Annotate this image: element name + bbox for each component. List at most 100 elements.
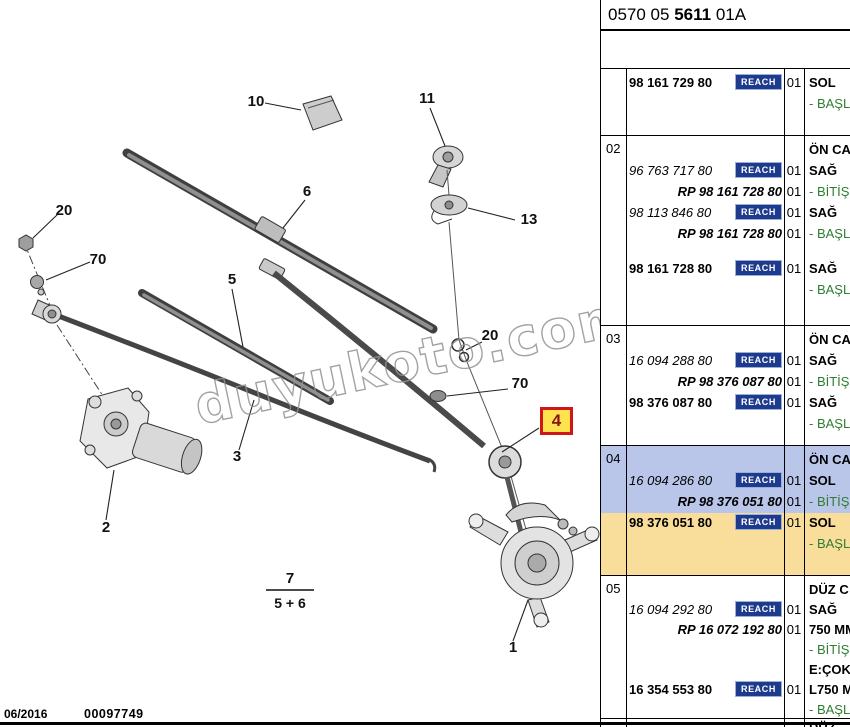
- reach-badge[interactable]: REACH: [735, 352, 782, 368]
- description-cell: - BAŞL: [809, 282, 850, 297]
- description-cell: ÖN CA: [809, 332, 850, 347]
- callout-11[interactable]: 11: [419, 90, 435, 107]
- part-number[interactable]: RP 16 072 192 80: [677, 622, 782, 637]
- callout-13[interactable]: 13: [521, 211, 538, 228]
- description-cell: - BAŞL: [809, 416, 850, 431]
- table-row: ÖN CA: [601, 140, 850, 161]
- description-cell: SAĞ: [809, 163, 838, 178]
- part-number[interactable]: 98 161 729 80: [629, 75, 713, 90]
- part-number[interactable]: 98 113 846 80: [629, 205, 712, 220]
- callout-20-left[interactable]: 20: [56, 202, 73, 219]
- table-section-03: 03 ÖN CA 16 094 288 80 REACH 01 SAĞ RP 98 376 …: [601, 325, 850, 445]
- callout-2[interactable]: 2: [102, 519, 110, 536]
- reach-badge[interactable]: REACH: [735, 681, 782, 697]
- description-cell: SOL: [809, 515, 836, 530]
- figure-reference: 0570 05 5611 01A: [608, 5, 746, 25]
- callout-7-sub: 5 + 6: [274, 595, 306, 611]
- figure-ref-main: 5611: [674, 5, 712, 24]
- description-cell: - BAŞL: [809, 702, 850, 717]
- table-row: - BİTİŞ: [601, 640, 850, 660]
- figure-ref-prefix: 0570 05: [608, 5, 670, 24]
- qty-cell: 01: [786, 184, 802, 199]
- part-number[interactable]: 16 094 288 80: [629, 353, 713, 368]
- section-index: 03: [606, 331, 621, 346]
- stud-70-left: [30, 275, 45, 296]
- table-row: - BAŞL: [601, 280, 850, 301]
- callout-70-left[interactable]: 70: [90, 251, 107, 268]
- crank-11: [428, 145, 464, 188]
- description-cell: 750 MM: [809, 622, 850, 637]
- grid-line: [626, 68, 627, 727]
- table-row: - BAŞL: [601, 700, 850, 720]
- reach-badge[interactable]: REACH: [735, 162, 782, 178]
- table-row: 16 094 288 80 REACH 01 SAĞ: [601, 351, 850, 372]
- description-cell: DÜZ C: [809, 582, 849, 597]
- reach-badge[interactable]: REACH: [735, 74, 782, 90]
- qty-cell: 01: [786, 353, 802, 368]
- part-number[interactable]: RP 98 161 728 80: [677, 226, 782, 241]
- description-cell: - BİTİŞ: [809, 374, 850, 389]
- table-row: - BAŞL: [601, 414, 850, 435]
- part-number[interactable]: 16 354 553 80: [629, 682, 713, 697]
- table-row: ÖN CA: [601, 330, 850, 351]
- wiper-blade-5: [138, 289, 334, 405]
- description-cell: - BAŞL: [809, 96, 850, 111]
- callout-10[interactable]: 10: [248, 93, 265, 110]
- table-row: DÜZ C: [601, 580, 850, 600]
- description-cell: L750 M: [809, 682, 850, 697]
- linkage-13: [430, 194, 468, 225]
- qty-cell: 01: [786, 395, 802, 410]
- reach-badge[interactable]: REACH: [735, 472, 782, 488]
- qty-cell: 01: [786, 473, 802, 488]
- description-cell: SAĞ: [809, 353, 838, 368]
- nut-20-mid: [451, 338, 470, 363]
- description-cell: - BAŞL: [809, 226, 850, 241]
- reach-badge[interactable]: REACH: [735, 260, 782, 276]
- callout-4-highlighted[interactable]: 4: [540, 407, 573, 435]
- selected-row-highlight-yellow: [601, 513, 850, 575]
- reach-badge[interactable]: REACH: [735, 204, 782, 220]
- callout-6[interactable]: 6: [303, 183, 311, 200]
- grid-line: [601, 135, 850, 136]
- callout-5[interactable]: 5: [228, 271, 236, 288]
- part-number[interactable]: 96 763 717 80: [629, 163, 713, 178]
- qty-cell: 01: [786, 602, 802, 617]
- table-row: - BAŞL: [601, 534, 850, 555]
- grid-line: [601, 29, 850, 31]
- description-cell: E:ÇOK: [809, 662, 850, 677]
- part-number[interactable]: RP 98 376 051 80: [677, 494, 782, 509]
- callout-1[interactable]: 1: [509, 639, 517, 656]
- reach-badge[interactable]: REACH: [735, 601, 782, 617]
- part-number[interactable]: RP 98 376 087 80: [677, 374, 782, 389]
- section-index: 02: [606, 141, 621, 156]
- cap-10: [302, 95, 343, 131]
- part-number[interactable]: 16 094 286 80: [629, 473, 713, 488]
- reach-badge[interactable]: REACH: [735, 394, 782, 410]
- part-number[interactable]: 16 094 292 80: [629, 602, 713, 617]
- part-number[interactable]: 98 376 087 80: [629, 395, 713, 410]
- part-number[interactable]: RP 98 161 728 80: [677, 184, 782, 199]
- qty-cell: 01: [786, 226, 802, 241]
- selected-row-highlight-blue: [601, 446, 850, 513]
- callout-7: 7: [286, 570, 294, 587]
- description-cell: - BAŞL: [809, 536, 850, 551]
- part-number[interactable]: 98 376 051 80: [629, 515, 713, 530]
- callout-70-mid[interactable]: 70: [512, 375, 529, 392]
- reach-badge[interactable]: REACH: [735, 514, 782, 530]
- part-number[interactable]: 98 161 728 80: [629, 261, 713, 276]
- callout-3[interactable]: 3: [233, 448, 241, 465]
- leader-lines: [32, 102, 540, 642]
- callout-20-mid[interactable]: 20: [482, 327, 499, 344]
- page-bottom-rule: [0, 722, 850, 725]
